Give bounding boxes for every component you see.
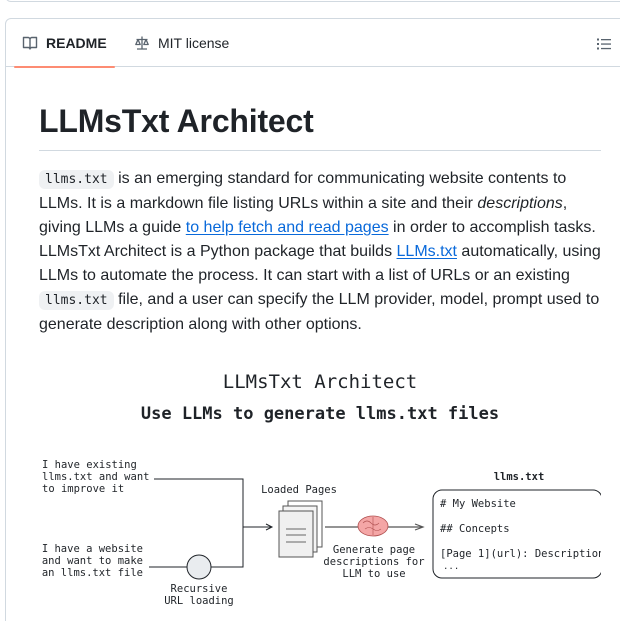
output-line: [Page 1](url): Description	[440, 548, 601, 560]
intro-text: file, and a user can specify the LLM pro…	[39, 291, 600, 333]
loaded-pages-label: Loaded Pages	[261, 484, 337, 496]
brain-icon	[357, 515, 389, 537]
diagram-graphic: I have existing llms.txt and want to imp…	[42, 459, 601, 607]
output-line: ## Concepts	[440, 523, 510, 535]
input-existing-line: I have existing	[42, 459, 137, 471]
recursive-label: Recursive	[171, 583, 228, 595]
input-website-line: and want to make	[42, 555, 143, 567]
generate-label: descriptions for	[323, 556, 424, 568]
intro-text: , giving LLMs a guide	[39, 195, 568, 236]
input-website-line: an llms.txt file	[42, 567, 143, 579]
book-icon	[22, 36, 38, 50]
generate-label: Generate page	[333, 544, 415, 556]
intro-emphasis: descriptions	[477, 195, 563, 212]
previous-card-edge	[5, 0, 620, 2]
architecture-diagram: LLMsTxt Architect Use LLMs to generate l…	[39, 367, 601, 621]
intro-text: is an emerging standard for communicatin…	[39, 170, 567, 212]
intro-text: automatically, using LLMs to automate th…	[39, 243, 601, 284]
readme-panel: README MIT license LLMsTxt Architect llm…	[5, 18, 620, 621]
inline-code: llms.txt	[39, 291, 114, 310]
llms-txt-link[interactable]: LLMs.txt	[396, 243, 457, 260]
output-line: ...	[443, 562, 459, 572]
tab-readme[interactable]: README	[14, 19, 115, 68]
recursive-label: URL loading	[164, 595, 234, 607]
output-line: # My Website	[440, 498, 516, 510]
list-unordered-icon	[597, 38, 611, 50]
diagram-subtitle: Use LLMs to generate llms.txt files	[140, 404, 500, 424]
page-title: LLMsTxt Architect	[39, 101, 601, 151]
fetch-pages-link[interactable]: to help fetch and read pages	[185, 219, 389, 236]
intro-text: in order to accomplish tasks. LLMsTxt Ar…	[39, 219, 596, 260]
tab-license-label: MIT license	[158, 35, 230, 51]
readme-content: LLMsTxt Architect llms.txt is an emergin…	[39, 67, 601, 607]
tab-readme-label: README	[46, 35, 107, 51]
input-existing-line: to improve it	[42, 483, 124, 495]
inline-code: llms.txt	[39, 170, 114, 189]
generate-label: LLM to use	[342, 568, 405, 580]
input-existing-line: llms.txt and want	[42, 471, 149, 483]
readme-tabbar: README MIT license	[6, 19, 620, 68]
diagram-title: LLMsTxt Architect	[222, 371, 418, 393]
intro-paragraph: llms.txt is an emerging standard for com…	[39, 167, 601, 337]
tab-license[interactable]: MIT license	[130, 19, 233, 67]
outline-button[interactable]	[594, 34, 614, 54]
law-icon	[135, 36, 149, 50]
input-website-line: I have a website	[42, 543, 143, 555]
output-title: llms.txt	[494, 471, 545, 483]
